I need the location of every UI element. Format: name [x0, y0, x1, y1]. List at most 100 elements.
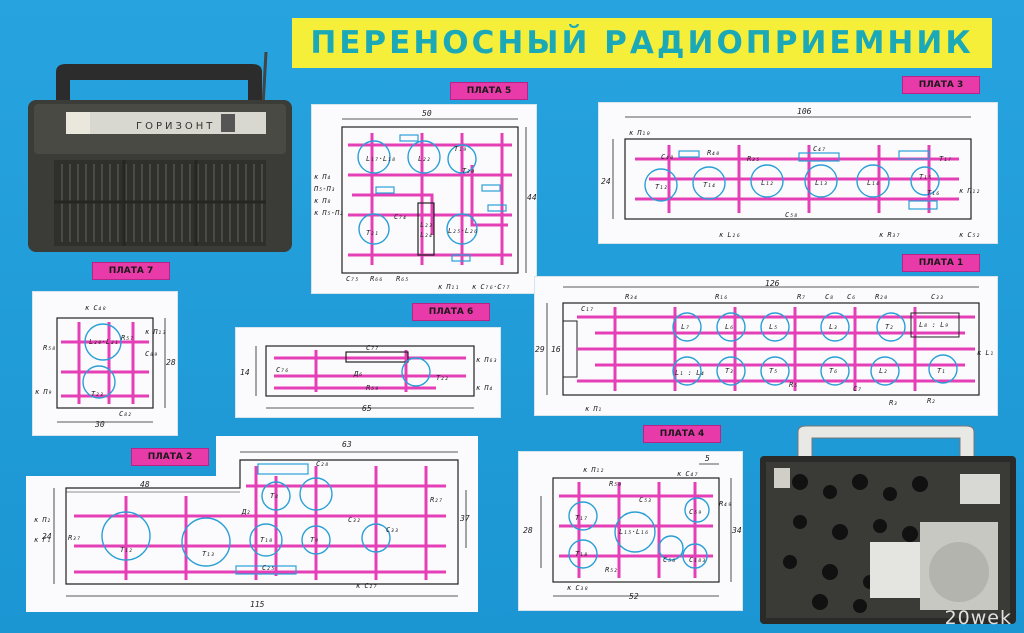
- radio-photo: ГОРИЗОНТ: [26, 49, 294, 257]
- board-1-label: T₁: [937, 367, 946, 375]
- board-5-label: к П₁₁: [438, 283, 460, 291]
- board-3-label: T₁₄: [703, 181, 716, 189]
- board-1-label: C₁₇: [581, 305, 594, 313]
- board-3-label: к C₅₂: [959, 231, 981, 239]
- board-7-label: T₂₃: [91, 390, 104, 398]
- board-3: 106 24 к П₁₀ C₄₀ R₄₀ R₃₅ L₁₂ L₁₃ L₁₄ T₁₂…: [598, 102, 998, 244]
- board-4-label: C₁₈₃: [689, 556, 706, 564]
- board-1: 126 29 16 C₁₇ R₃₄ R₁₆ L₇ L₆ L₅ L₃ L₂ L₈ …: [534, 276, 998, 416]
- board-5: 50 44 к П₄ П₅-П₃ к П₈ к П₅-П₂ L₁₇·L₁₈ L₂…: [311, 104, 537, 294]
- board-3-label: к П₁₂: [959, 187, 981, 195]
- board-4-diagram: [540, 463, 732, 597]
- board-4-label: C₅₉: [689, 508, 702, 516]
- board-3-label: C₄₀: [661, 153, 674, 161]
- board-3-label: к L₂₆: [719, 231, 741, 239]
- board-4-label: L₁₅·L₁₆: [619, 528, 649, 536]
- board-4-label: T₁₇: [575, 514, 588, 522]
- board-3-label: T₁₆: [927, 189, 940, 197]
- board-3-label: R₃₅: [747, 155, 760, 163]
- board-4-label: к C₄₇: [677, 470, 699, 478]
- board-5-label: R₆₆: [370, 275, 383, 283]
- board-1-label: R₇: [797, 293, 806, 301]
- board-2-label: T₁₀: [260, 536, 273, 544]
- board-5-label: C₇₅: [346, 275, 359, 283]
- board-3-label: к П₁₀: [629, 129, 651, 137]
- board-4-label: T₁₈: [575, 550, 588, 558]
- board-5-label: П₅-П₃: [314, 185, 336, 193]
- board-6-tag: ПЛАТА 6: [412, 303, 490, 321]
- board-2-label: T₈: [270, 492, 279, 500]
- board-2: 115 48 63 24 37 к П₂ к Г₁ R₃₇ T₁₂ T₁₃ Д₂…: [26, 436, 478, 612]
- board-3-label: C₅₈: [785, 211, 798, 219]
- board-5-width: 50: [422, 109, 432, 118]
- board-7-label: к П₁₃: [145, 328, 167, 336]
- page-title: ПЕРЕНОСНЫЙ РАДИОПРИЕМНИК: [310, 25, 974, 61]
- board-6-diagram: [255, 345, 475, 409]
- board-6-label: C₇₆: [276, 366, 289, 374]
- board-2-label: Д₂: [242, 508, 251, 516]
- board-5-label: к П₅-П₂: [314, 209, 344, 217]
- board-1-label: T₅: [769, 367, 778, 375]
- board-2-width-top: 63: [342, 440, 352, 449]
- board-5-label: L₂₃: [420, 221, 433, 229]
- board-4: 52 34 28 5 к П₁₂ к C₄₇ R₅₀ C₅₃ L₁₅·L₁₆ T…: [518, 451, 743, 611]
- board-7-tag: ПЛАТА 7: [92, 262, 170, 280]
- board-5-label: T₂₀: [462, 167, 475, 175]
- board-4-label: C₅₆: [663, 556, 676, 564]
- board-5-tag: ПЛАТА 5: [450, 82, 528, 100]
- board-1-tag: ПЛАТА 1: [902, 254, 980, 272]
- radio-brand: ГОРИЗОНТ: [136, 121, 215, 132]
- board-1-label: T₂: [885, 323, 894, 331]
- board-7-height: 28: [166, 358, 176, 367]
- board-2-label: C₂₅: [262, 564, 275, 572]
- board-7-width: 30: [95, 420, 105, 429]
- board-3-label: C₄₇: [813, 145, 826, 153]
- board-2-height-right: 37: [460, 514, 470, 523]
- board-3-label: L₁₄: [867, 179, 880, 187]
- board-2-label: C₂₈: [316, 460, 329, 468]
- board-4-top-dim: 5: [705, 454, 710, 463]
- board-3-height: 24: [601, 177, 611, 186]
- board-4-height: 34: [732, 526, 742, 535]
- board-1-label: L₅: [769, 323, 778, 331]
- board-4-label: к C₃₈: [567, 584, 589, 592]
- board-7-label: R₅₇: [121, 334, 134, 342]
- board-1-label: R₂₀: [875, 293, 888, 301]
- board-1-label: R₃: [889, 399, 898, 407]
- board-2-height: 24: [42, 532, 52, 541]
- board-4-label: R₅₂: [605, 566, 618, 574]
- board-2-label: C₃₂: [348, 516, 361, 524]
- board-7-label: R₅₈: [43, 344, 56, 352]
- board-1-label: L₇: [681, 323, 690, 331]
- board-7-label: C₈₉: [145, 350, 158, 358]
- title-banner: ПЕРЕНОСНЫЙ РАДИОПРИЕМНИК: [292, 18, 992, 68]
- board-1-diagram: [546, 286, 980, 396]
- board-1-label: R₂: [927, 397, 936, 405]
- watermark: 20wek: [944, 607, 1012, 629]
- board-1-label: L₂: [879, 367, 888, 375]
- board-3-label: L₁₃: [815, 179, 828, 187]
- board-3-label: T₁₂: [655, 183, 668, 191]
- board-4-height-left: 28: [523, 526, 533, 535]
- board-1-label: T₆: [829, 367, 838, 375]
- board-6-label: R₅₉: [366, 384, 379, 392]
- board-5-diagram: [341, 118, 527, 274]
- board-3-label: R₄₀: [707, 149, 720, 157]
- board-1-label: L₈ : L₉: [919, 321, 949, 329]
- board-1-label: C₇: [853, 385, 862, 393]
- board-4-width: 52: [629, 592, 639, 601]
- board-2-label: R₃₇: [68, 534, 81, 542]
- board-7-label: к C₄₈: [85, 304, 107, 312]
- chassis-photo: [760, 422, 1018, 625]
- board-4-label: C₅₃: [639, 496, 652, 504]
- board-2-label: C₃₃: [386, 526, 399, 534]
- board-3-label: к R₃₇: [879, 231, 901, 239]
- board-1-label: C₆: [847, 293, 856, 301]
- board-7-diagram: [56, 317, 166, 423]
- board-2-label: к Г₁: [34, 536, 51, 544]
- board-5-label: L₂₅·L₂₆: [448, 227, 478, 235]
- board-5-label: R₆₅: [396, 275, 409, 283]
- board-5-label: T₂₁: [366, 229, 379, 237]
- board-2-label: T₉: [310, 536, 319, 544]
- board-7-label: L₂₀·L₂₁: [89, 338, 119, 346]
